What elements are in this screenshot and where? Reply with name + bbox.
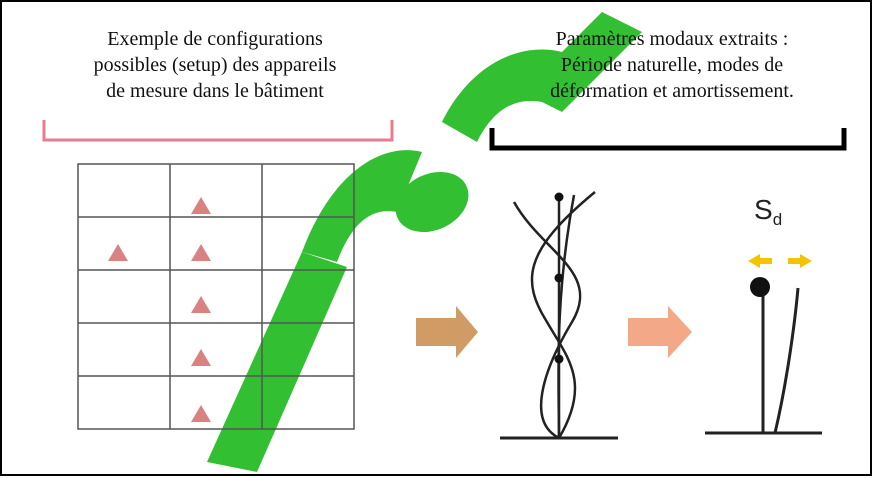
- setup-caption: Exemple de configurations possibles (set…: [20, 26, 410, 104]
- setup-caption-line: de mesure dans le bâtiment: [106, 80, 324, 102]
- sensor-marker: [191, 296, 211, 313]
- mode-shapes: [500, 191, 618, 440]
- sd-arrows: [748, 254, 812, 268]
- sdof-mass: [750, 277, 770, 297]
- sensor-markers: [108, 197, 211, 422]
- modal-params-caption-line: Paramètres modaux extraits :: [555, 28, 789, 50]
- watermark: [207, 12, 642, 472]
- modal-params-caption-line: déformation et amortissement.: [550, 80, 794, 102]
- mode-nodes: [554, 192, 564, 364]
- sd-label: Sd: [754, 194, 782, 230]
- setup-caption-line: Exemple de configurations: [107, 28, 323, 50]
- right-bracket: [489, 128, 847, 151]
- sensor-marker: [108, 244, 128, 261]
- modal-params-caption: Paramètres modaux extraits : Période nat…: [472, 26, 872, 104]
- modal-params-caption-line: Période naturelle, modes de: [560, 54, 784, 76]
- sd-label-base: S: [754, 194, 773, 225]
- arrow-right: [628, 306, 692, 358]
- sensor-marker: [191, 197, 211, 214]
- left-bracket: [42, 120, 394, 142]
- setup-caption-line: possibles (setup) des appareils: [93, 54, 337, 76]
- arrow-left: [416, 306, 478, 358]
- sdof-oscillator: [705, 287, 822, 435]
- sensor-marker: [191, 244, 211, 261]
- sensor-marker: [191, 405, 211, 422]
- sd-label-subscript: d: [772, 210, 783, 229]
- building-grid: [77, 163, 355, 430]
- sensor-marker: [191, 349, 211, 366]
